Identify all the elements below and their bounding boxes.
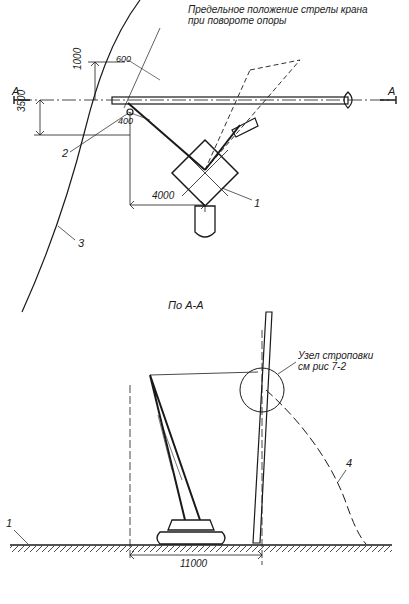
boom-head: [232, 118, 258, 137]
pole-end: [344, 92, 352, 108]
crane-outrigger: [182, 150, 228, 196]
view-title: По А-А: [168, 300, 203, 311]
dimension-line: [130, 551, 262, 559]
guy-rope: [266, 390, 366, 544]
leader-line: [338, 470, 346, 482]
dimension-text: 400: [118, 116, 133, 127]
leader-line: [124, 28, 160, 108]
dimension-text: 1000: [72, 48, 83, 70]
leader-line: [58, 226, 75, 240]
dimension-line: [130, 112, 205, 212]
dimension-text: 4000: [152, 190, 174, 201]
boom-lattice: [158, 415, 182, 480]
leader-line: [278, 362, 296, 374]
note-text: Узел строповки см рис 7-2: [298, 350, 386, 372]
crane-tracks: [157, 532, 225, 544]
dimension-line: [34, 100, 130, 135]
crane-boom: [128, 103, 205, 170]
note-text: Предельное положение стрелы крана при по…: [188, 4, 378, 26]
leader-line: [222, 188, 252, 200]
axis-line: [130, 385, 131, 560]
section-mark: [380, 96, 396, 104]
support-pole: [112, 97, 348, 104]
callout-number: 1: [6, 518, 12, 529]
axis-line: [262, 330, 263, 565]
support-pole: [253, 312, 272, 543]
excavation-curve: [22, 0, 140, 312]
section-axis: [18, 100, 392, 101]
leader-line: [14, 530, 28, 544]
callout-number: 4: [346, 458, 352, 469]
callout-number: 1: [254, 198, 260, 209]
crane-turntable: [172, 140, 238, 206]
callout-number: 3: [78, 238, 84, 249]
dimension-text: 3500: [16, 90, 27, 112]
dimension-line: [88, 62, 125, 100]
dimension-text: 11000: [180, 558, 207, 569]
dimension-text: 600: [116, 54, 131, 65]
crane-boom: [150, 375, 200, 520]
hoist-rope: [150, 372, 258, 375]
crane-turntable: [168, 520, 214, 530]
slinging-node: [240, 368, 284, 412]
section-letter: А: [388, 86, 395, 97]
ground-hatch: [10, 546, 392, 552]
callout-number: 2: [62, 148, 68, 159]
dimension-line: [128, 60, 160, 120]
